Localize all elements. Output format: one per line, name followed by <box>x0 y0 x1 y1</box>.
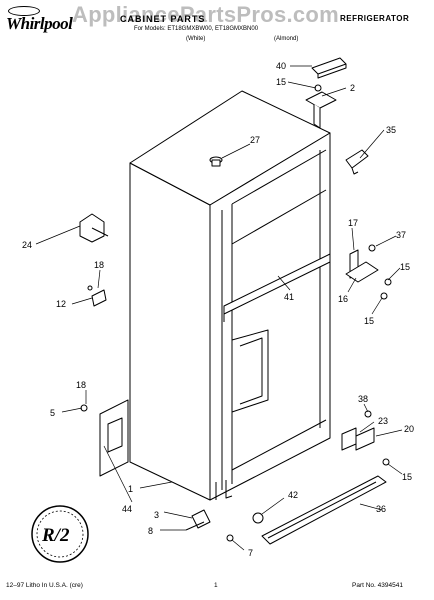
callout-17: 17 <box>348 218 358 228</box>
callout-15-mid: 15 <box>400 262 410 272</box>
part-number: Part No. 4394541 <box>352 582 403 589</box>
brand-logo: Whirlpool <box>6 14 73 33</box>
bottom-hinge <box>341 410 390 466</box>
watermark: AppliancePartsPros.com <box>72 2 340 27</box>
leader-lines <box>35 65 403 551</box>
callout-24: 24 <box>22 240 32 250</box>
callout-38: 38 <box>358 394 368 404</box>
callout-41: 41 <box>284 292 294 302</box>
print-info: 12–97 Litho In U.S.A. (cre) <box>6 582 83 589</box>
left-screw-set <box>87 285 107 307</box>
callout-15-bottom: 15 <box>402 472 412 482</box>
door-stop <box>79 213 109 243</box>
callout-5: 5 <box>50 408 55 418</box>
page-title: CABINET PARTS <box>120 14 206 24</box>
callout-44: 44 <box>122 504 132 514</box>
callout-8: 8 <box>148 526 153 536</box>
leveling-leg <box>185 509 211 531</box>
callout-37: 37 <box>396 230 406 240</box>
top-hinge <box>305 57 347 129</box>
lower-left-bracket <box>80 399 129 477</box>
callout-36: 36 <box>376 504 386 514</box>
callout-20: 20 <box>404 424 414 434</box>
callout-40: 40 <box>276 61 286 71</box>
hinge-pin-cover <box>345 149 369 175</box>
variant-label-white: (White) <box>186 36 206 42</box>
callout-15: 15 <box>276 77 286 87</box>
divider-bar <box>223 253 331 322</box>
callout-16: 16 <box>338 294 348 304</box>
r2-seal: R/2 <box>31 505 89 563</box>
callout-12: 12 <box>56 299 66 309</box>
variant-label-almond: (Almond) <box>274 36 299 42</box>
callout-27: 27 <box>250 135 260 145</box>
toe-grille <box>261 475 387 545</box>
seal-label: R/2 <box>41 525 70 546</box>
model-numbers: For Models: ET18GMXBW00, ET18GMXBN00 <box>134 26 259 32</box>
page-number: 1 <box>214 582 218 589</box>
callout-18-upper: 18 <box>94 260 104 270</box>
callout-2: 2 <box>350 83 355 93</box>
callout-18-lower: 18 <box>76 380 86 390</box>
callout-35: 35 <box>386 125 396 135</box>
callout-42: 42 <box>288 490 298 500</box>
cabinet-body <box>129 90 331 501</box>
brand-logo-swoosh <box>8 6 40 16</box>
top-plug <box>209 156 223 167</box>
roller <box>252 512 264 524</box>
callout-7: 7 <box>248 548 253 558</box>
callout-3: 3 <box>154 510 159 520</box>
callout-1: 1 <box>128 484 133 494</box>
callout-labels: 40 15 2 27 35 24 17 37 18 15 12 41 16 15… <box>22 61 414 558</box>
center-hinge <box>345 244 392 300</box>
screw <box>226 534 234 542</box>
callout-15-lower: 15 <box>364 316 374 326</box>
product-label: REFRIGERATOR <box>340 14 410 23</box>
callout-23: 23 <box>378 416 388 426</box>
